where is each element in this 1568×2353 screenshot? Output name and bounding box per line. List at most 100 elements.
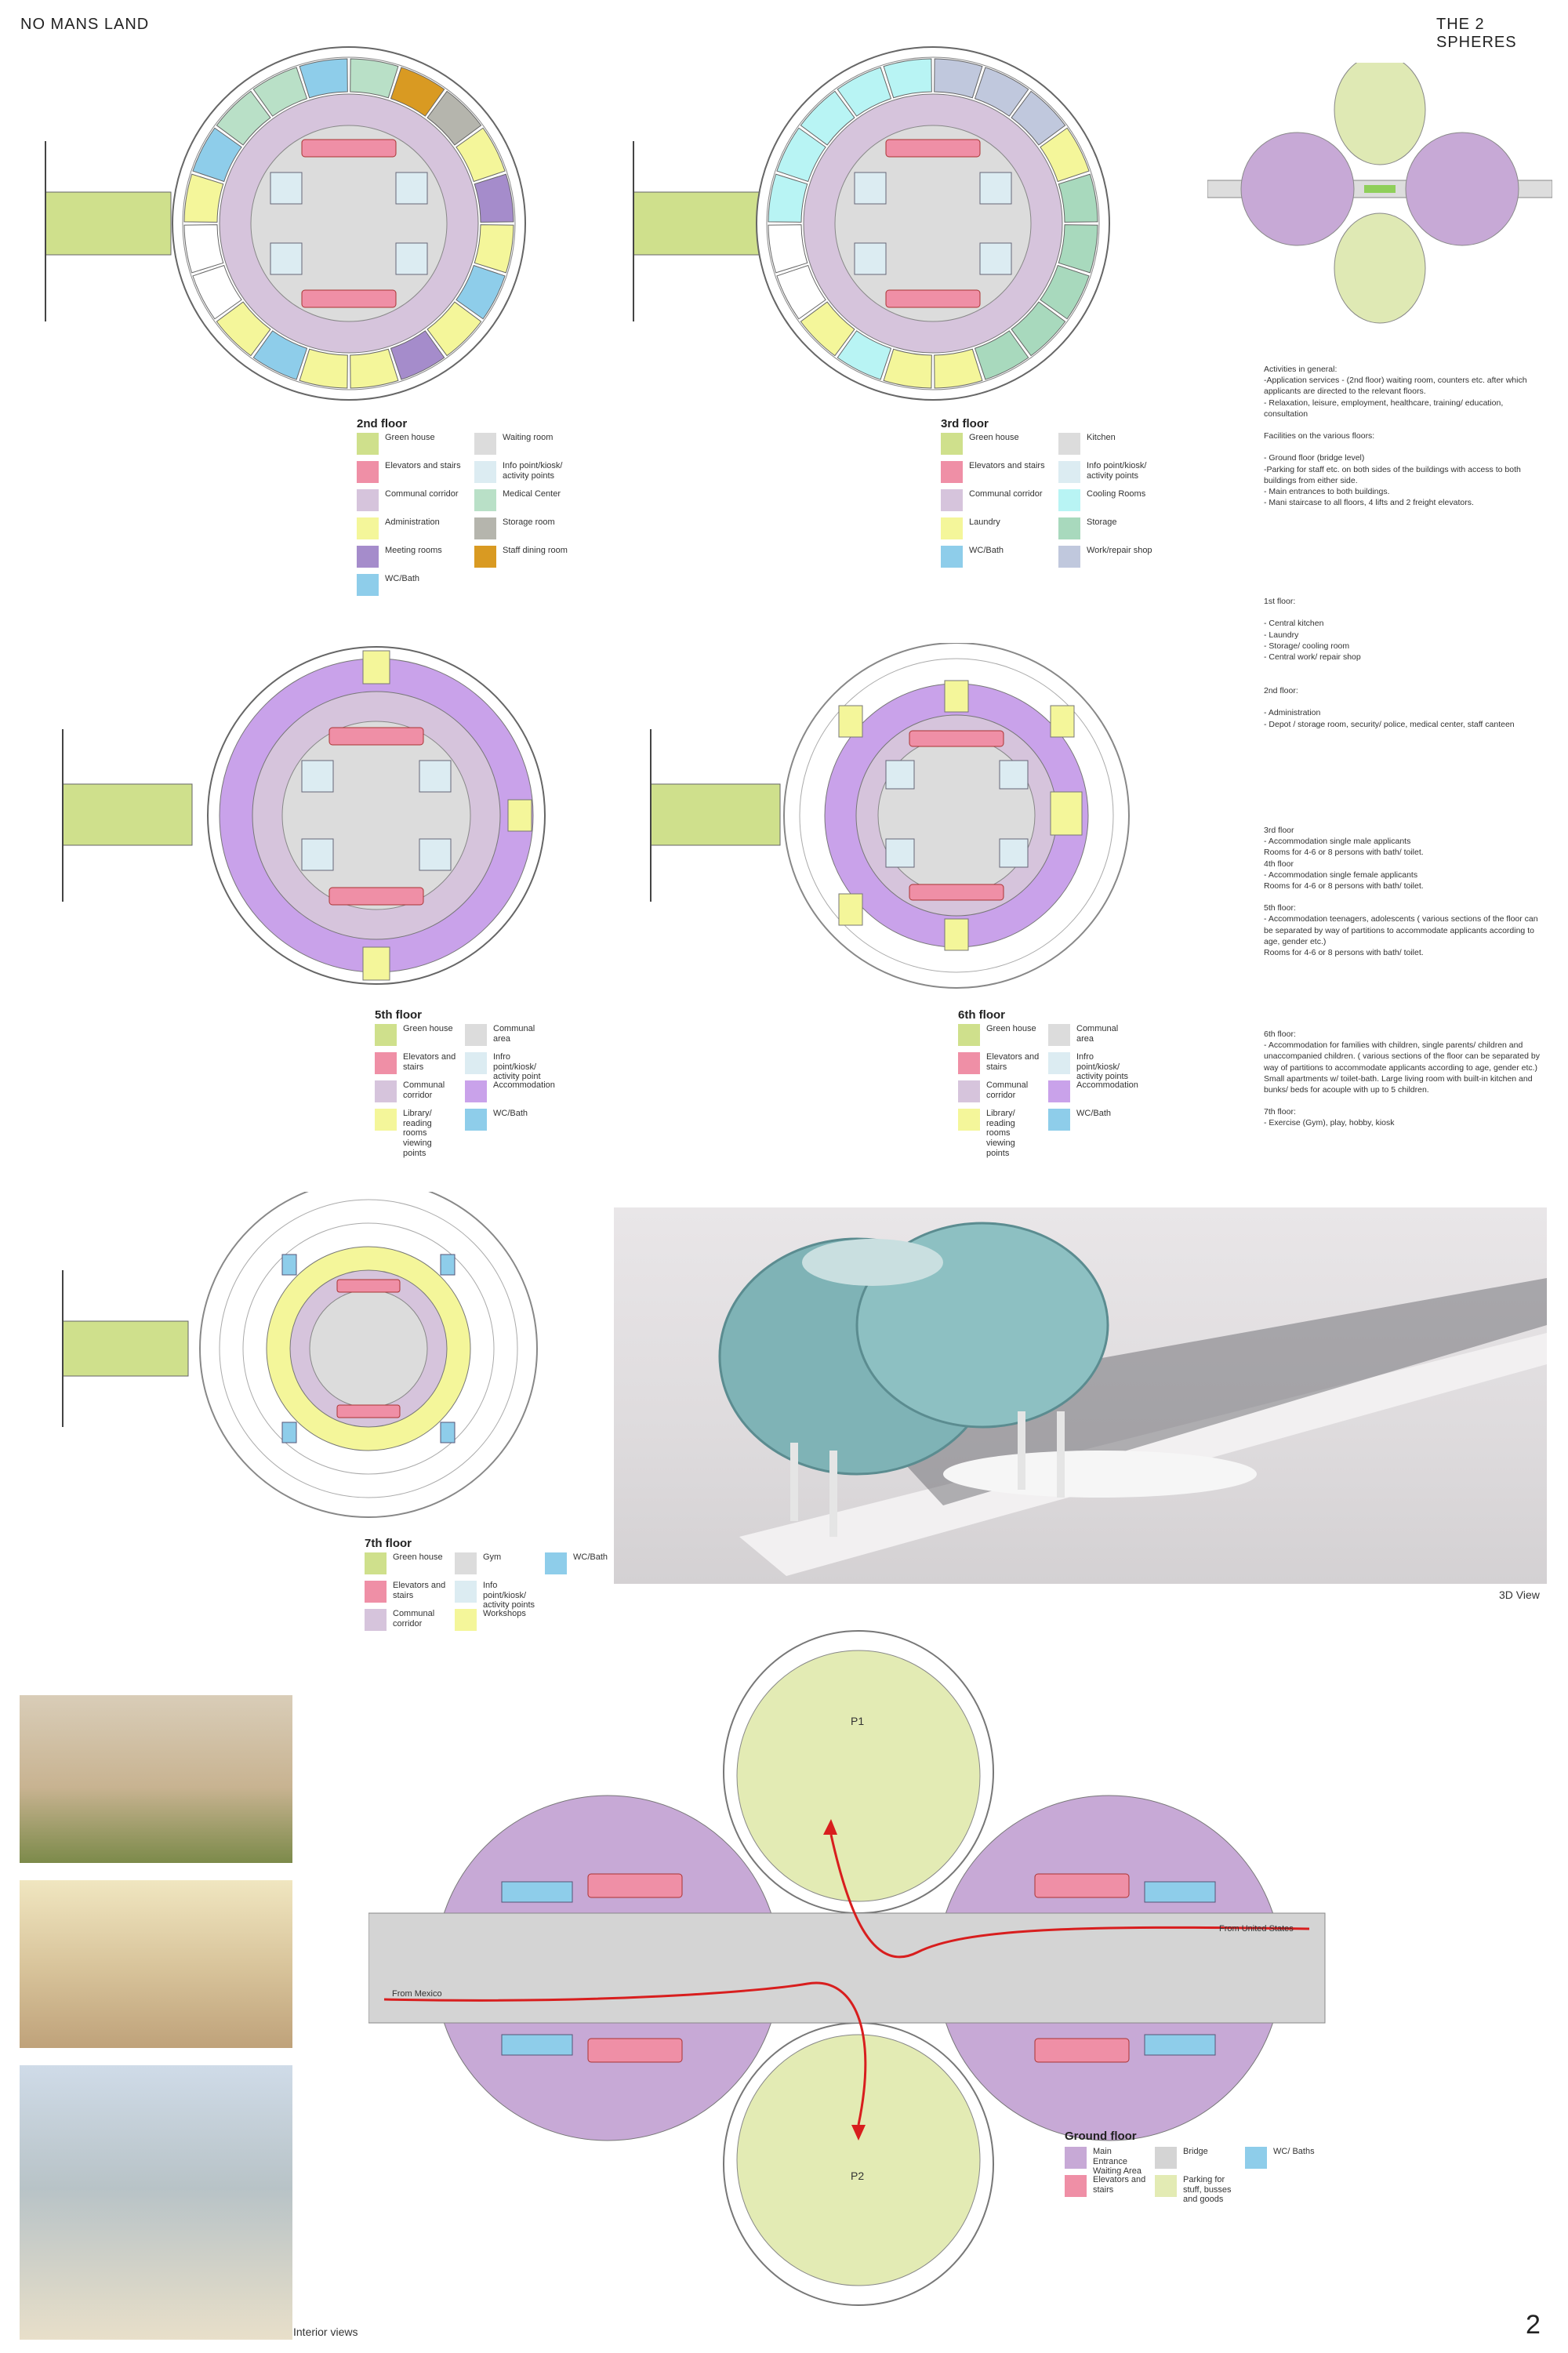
legend-label: Workshops [483,1609,526,1618]
legend-item: Storage room [474,517,584,539]
room-segment [390,67,445,117]
legend-swatch [375,1080,397,1102]
legend-item: WC/Bath [545,1552,627,1574]
legend-item: Green house [357,433,466,455]
plan-ground-floor: P1 P2 From United States From Mexico [368,1630,1326,2306]
legend-item: WC/Bath [357,574,466,596]
legend-item: Parking for stuff, busses and goods [1155,2175,1237,2205]
bridge [368,1912,1326,2024]
legend-label: Laundry [969,517,1000,527]
notes-2nd-floor: 2nd floor: - Administration - Depot / st… [1264,686,1515,729]
legend-swatch [1155,2175,1177,2197]
legend-item: Communal corridor [375,1080,457,1102]
legend-label: Green house [986,1024,1036,1033]
parking-p1 [736,1650,981,1902]
legend-item: WC/Bath [1048,1109,1131,1131]
legend-item: Bridge [1155,2147,1237,2169]
legend-swatch [1048,1024,1070,1046]
legend-item: Workshops [455,1609,537,1631]
legend-swatch [958,1024,980,1046]
sheet-title: THE 2 SPHERES [1436,16,1517,51]
room-segment [883,58,932,99]
info-point [270,172,303,205]
elevators-south [301,289,397,308]
legend-item: Elevators and stairs [941,461,1051,483]
interior-photo-library [20,1880,292,2048]
legend-swatch [958,1052,980,1074]
legend-label: Green house [969,433,1019,442]
legend-title-7th: 7th floor [365,1537,412,1550]
legend-item: Elevators and stairs [375,1052,457,1074]
notes-general: Activities in general: -Application serv… [1264,365,1527,508]
legend-label: Communal corridor [403,1080,445,1100]
room-segment [934,58,983,99]
info-point [395,172,428,205]
legend-item: Gym [455,1552,537,1574]
legend-swatch [474,461,496,483]
room-segment [456,127,506,183]
legend-swatch [941,517,963,539]
legend-label: Elevators and stairs [986,1052,1040,1072]
room-segment [456,264,506,320]
label-from-mexico: From Mexico [392,1989,442,1999]
legend-item: Accommodation [1048,1080,1138,1102]
info-point [270,242,303,275]
legend-swatch [1048,1052,1070,1074]
legend-swatch [474,433,496,455]
legend-swatch [365,1552,387,1574]
label-p2: P2 [851,2170,864,2182]
legend-label: Communal corridor [969,489,1043,499]
legend-item: Infro point/kiosk/ activity point [465,1052,547,1082]
interior-views-caption: Interior views [293,2326,358,2338]
legend-swatch [958,1109,980,1131]
info-point [395,242,428,275]
legend-swatch [455,1581,477,1603]
parking-p2 [736,2034,981,2286]
legend-title-ground: Ground floor [1065,2130,1137,2143]
legend-swatch [465,1024,487,1046]
legend-label: Work/repair shop [1087,546,1152,555]
legend-label: WC/ Baths [1273,2147,1315,2156]
room-segment [1058,224,1098,274]
legend-swatch [1048,1080,1070,1102]
room-segment [776,127,826,183]
legend-swatch [958,1080,980,1102]
legend-label: Communal corridor [393,1609,435,1629]
legend-swatch [357,461,379,483]
room-segment [426,90,482,146]
room-segment [474,224,514,274]
legend-swatch [1155,2147,1177,2169]
room-segment [350,58,399,99]
legend-item: Communal corridor [958,1080,1040,1102]
legend-label: Infro point/kiosk/ activity point [493,1052,541,1082]
legend-label: Elevators and stairs [1093,2175,1146,2195]
legend-item: Administration [357,517,466,539]
legend-label: Medical Center [503,489,561,499]
room-segment [800,90,855,146]
legend-label: Infro point/kiosk/ activity points [1076,1052,1129,1082]
legend-item: Green house [941,433,1051,455]
room-segment [474,173,514,223]
notes-3rd-5th-floor: 3rd floor - Accommodation single male ap… [1264,826,1538,957]
room-segment [390,330,445,380]
legend-label: WC/Bath [1076,1109,1112,1118]
legend-item: Info point/kiosk/ activity points [1058,461,1168,483]
legend-swatch [357,517,379,539]
legend-swatch [465,1052,487,1074]
legend-label: Green house [385,433,435,442]
legend-swatch [375,1024,397,1046]
legend-swatch [941,489,963,511]
legend-label: Cooling Rooms [1087,489,1146,499]
legend-item: Kitchen [1058,433,1168,455]
elevators-north [301,139,397,158]
legend-item: WC/Bath [941,546,1051,568]
legend-item: Staff dining room [474,546,584,568]
legend-swatch [545,1552,567,1574]
legend-label: Info point/kiosk/ activity points [483,1581,535,1610]
site-plan-small [1207,63,1552,324]
legend-swatch [941,433,963,455]
